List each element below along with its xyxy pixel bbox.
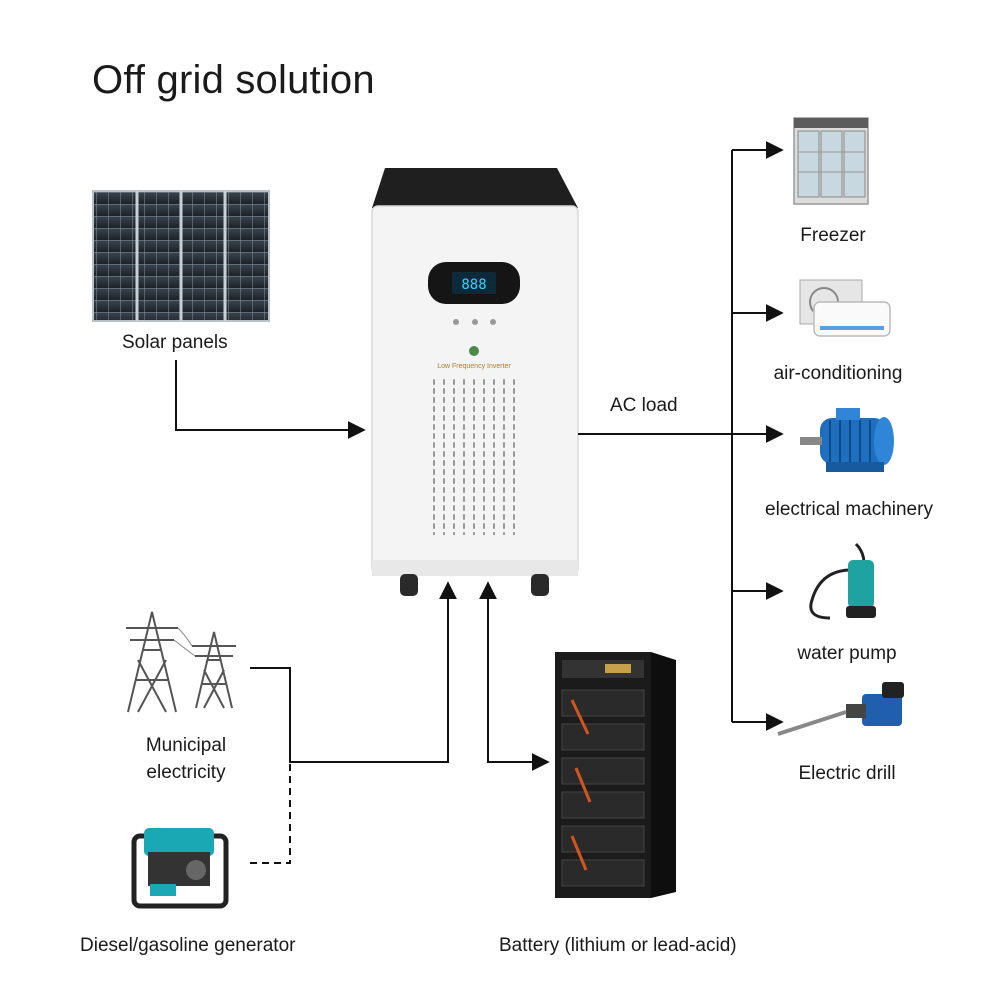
water-pump-icon [809,542,876,620]
freezer-icon [793,117,869,205]
load-label-water-pump: water pump [797,643,897,664]
municipal-label-line1: Municipal [145,735,227,756]
ac-load-label: AC load [610,395,678,416]
municipal-label-line2: electricity [146,762,226,783]
battery-inverter-arrow [479,581,550,771]
solar-panels-label: Solar panels [122,332,228,353]
page-title: Off grid solution [92,58,375,102]
inverter-display: 888 [461,277,486,293]
electric-drill-icon [777,682,904,736]
load-label-electrical-machinery: electrical machinery [765,499,933,520]
connections [175,141,784,864]
generator-label: Diesel/gasoline generator [80,935,296,956]
battery-label: Battery (lithium or lead-acid) [499,935,737,956]
generator-icon [131,828,229,909]
load-label-air-conditioning: air-conditioning [773,363,903,384]
electric-motor-icon [800,408,894,472]
solar-to-inverter-arrow [175,360,366,439]
battery-rack-icon [555,652,676,898]
power-tower-icon [126,611,236,713]
load-label-freezer: Freezer [800,225,866,246]
inverter-icon: 888 Low Frequency Inverter [371,168,579,596]
municipal-feed-line [250,581,457,763]
inverter-label: Low Frequency Inverter [437,363,511,370]
solar-panel-icon [92,190,270,322]
generator-feed-line [250,762,291,864]
air-conditioner-icon [799,279,891,337]
load-label-electric-drill: Electric drill [798,763,896,784]
